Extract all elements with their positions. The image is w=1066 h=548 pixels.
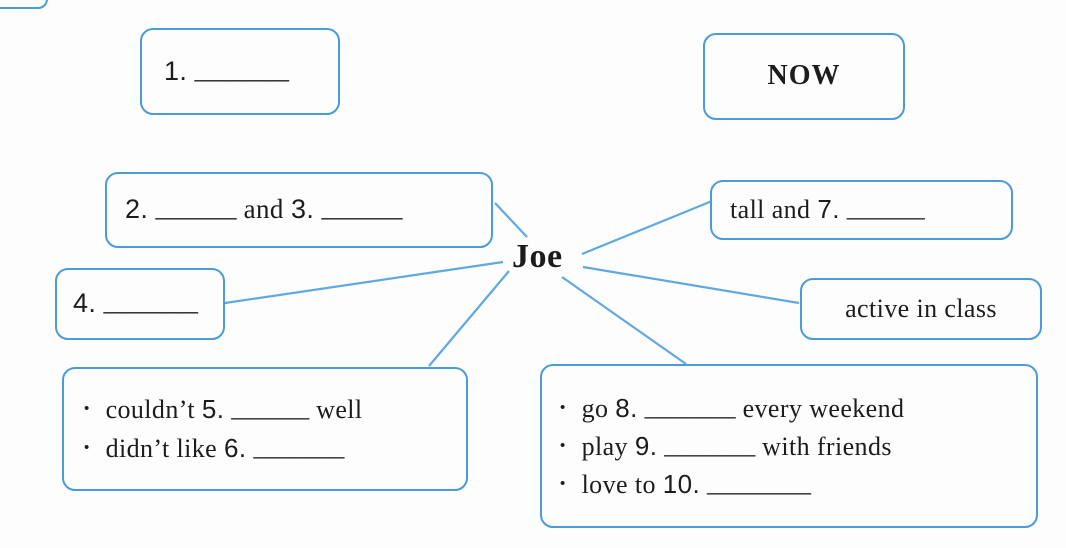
phrase: with friends (762, 431, 892, 461)
past-item-5: • couldn’t 5. ______ well (84, 393, 363, 425)
phrase: tall and (730, 195, 811, 225)
bullet-icon: • (560, 398, 566, 416)
item-number: 10. (662, 468, 701, 499)
blank-box-2-3-text: 2. ______ and 3. ______ (125, 192, 403, 225)
now-badge-label: NOW (767, 60, 841, 92)
item-number: 9. (634, 430, 658, 461)
phrase: love to (581, 469, 656, 499)
now-item-9: • play 9. _______ with friends (560, 429, 892, 462)
item-number: 7. (817, 194, 840, 225)
bullet-icon: • (560, 474, 566, 492)
now-activities-box: • go 8. _______ every weekend • play 9. … (540, 364, 1038, 528)
tall-trait-box: tall and 7. ______ (710, 180, 1013, 240)
bullet-icon: • (560, 436, 566, 454)
active-trait-text: active in class (845, 293, 997, 323)
item-number: 3. (290, 194, 315, 225)
item-number: 4. (73, 288, 97, 319)
fill-in-blank-6: _______ (253, 432, 345, 461)
now-badge: NOW (703, 33, 905, 120)
connector-joe-pastbox (428, 270, 510, 367)
item-number: 2. (125, 194, 149, 225)
past-traits-box: • couldn’t 5. ______ well • didn’t like … (62, 367, 468, 491)
phrase: didn’t like (105, 434, 218, 463)
item-number: 5. (201, 394, 225, 424)
phrase: couldn’t (105, 395, 195, 424)
bullet-icon: • (84, 400, 90, 417)
phrase: go (581, 393, 609, 423)
blank-box-4-text: 4. _______ (73, 286, 198, 319)
now-item-8: • go 8. _______ every weekend (560, 391, 905, 424)
blank-box-1: 1. _______ (140, 28, 340, 115)
connector-joe-activebox (582, 265, 800, 305)
conjunction: and (243, 194, 284, 225)
blank-box-2-3: 2. ______ and 3. ______ (105, 172, 493, 248)
fill-in-blank-8: _______ (644, 391, 736, 421)
fill-in-blank-2: ______ (155, 192, 237, 223)
blank-box-4: 4. _______ (55, 268, 225, 340)
blank-box-1-text: 1. _______ (164, 53, 289, 87)
connector-box23-joe (494, 202, 528, 238)
connector-joe-nowlist (561, 276, 687, 365)
fill-in-blank-9: _______ (664, 429, 756, 459)
item-number: 6. (224, 433, 247, 463)
tall-trait-text: tall and 7. ______ (730, 193, 925, 225)
fill-in-blank-3: ______ (321, 192, 403, 223)
active-trait-box: active in class (800, 278, 1042, 340)
connector-box4-joe (224, 260, 504, 305)
fill-in-blank-10: ________ (707, 467, 812, 497)
connector-joe-tallbox (581, 199, 713, 256)
item-number: 1. (164, 55, 188, 86)
bullet-icon: • (84, 439, 90, 456)
center-node-joe: Joe (512, 238, 563, 275)
fill-in-blank-4: _______ (103, 286, 198, 317)
phrase: every weekend (742, 393, 905, 423)
past-item-6: • didn’t like 6. _______ (84, 432, 345, 464)
fill-in-blank-7: ______ (846, 193, 925, 223)
fill-in-blank-1: _______ (194, 53, 289, 84)
item-number: 8. (615, 392, 638, 423)
cutoff-box-fragment (0, 0, 48, 9)
phrase: play (581, 431, 628, 461)
now-item-10: • love to 10. ________ (560, 467, 812, 500)
phrase: well (316, 395, 363, 424)
fill-in-blank-5: ______ (231, 393, 310, 422)
